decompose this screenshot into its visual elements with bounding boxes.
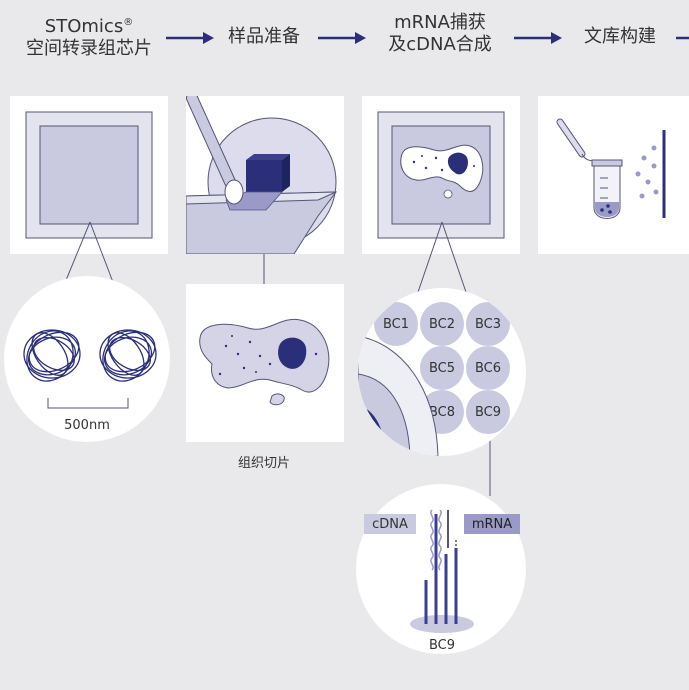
magnifier-overlay — [358, 335, 439, 456]
section-label: 组织切片 — [237, 456, 290, 471]
chip-illustration — [25, 111, 153, 239]
sample-panel — [185, 92, 344, 255]
barcode-zoom-circle: BC1 BC2 BC3 BC5 BC6 BC8 BC9 — [358, 288, 526, 456]
step-arrows — [166, 32, 689, 44]
library-panel — [538, 96, 689, 254]
chip-title: 空间转录组芯片 — [26, 38, 152, 59]
registered-mark: ® — [123, 17, 134, 28]
library-illustration — [556, 118, 666, 219]
chip-panel — [10, 96, 168, 254]
mrna-tag: mRNA — [464, 514, 520, 534]
tissue-section-illustration — [199, 318, 330, 406]
arrow-icon — [166, 32, 214, 44]
capture-title-line2: 及cDNA合成 — [388, 34, 492, 55]
capture-title-line1: mRNA捕获 — [394, 12, 486, 33]
step-title-sample: 样品准备 — [214, 26, 314, 48]
arrow-icon — [318, 32, 366, 44]
tissue-on-chip-illustration — [377, 111, 505, 239]
cdna-tag: cDNA — [364, 514, 416, 534]
step-title-chip: STOmics® 空间转录组芯片 — [14, 12, 164, 60]
dnb-zoom-circle — [4, 276, 170, 442]
barcode-spot: BC6 — [466, 346, 510, 390]
dnb-illustration — [23, 329, 157, 409]
step-title-library: 文库构建 — [570, 26, 670, 48]
barcode-spot: BC2 — [420, 302, 464, 346]
barcode-spot: BC3 — [466, 302, 510, 346]
step-title-capture: mRNA捕获 及cDNA合成 — [370, 12, 510, 56]
capture-probe-illustration — [410, 509, 474, 633]
arrow-icon — [514, 32, 562, 44]
library-title: 文库构建 — [584, 26, 656, 47]
cryostat-illustration — [185, 92, 338, 255]
probe-barcode-label: BC9 — [428, 638, 456, 653]
sample-title: 样品准备 — [228, 26, 300, 47]
tissue-section-panel — [186, 284, 344, 442]
probe-zoom-circle — [356, 484, 526, 654]
barcode-spot: BC5 — [420, 346, 464, 390]
brand-name: STOmics — [44, 16, 124, 37]
barcode-spot: BC9 — [466, 390, 510, 434]
capture-panel — [362, 96, 520, 254]
scale-label: 500nm — [64, 418, 110, 433]
barcode-spot: BC1 — [374, 302, 418, 346]
